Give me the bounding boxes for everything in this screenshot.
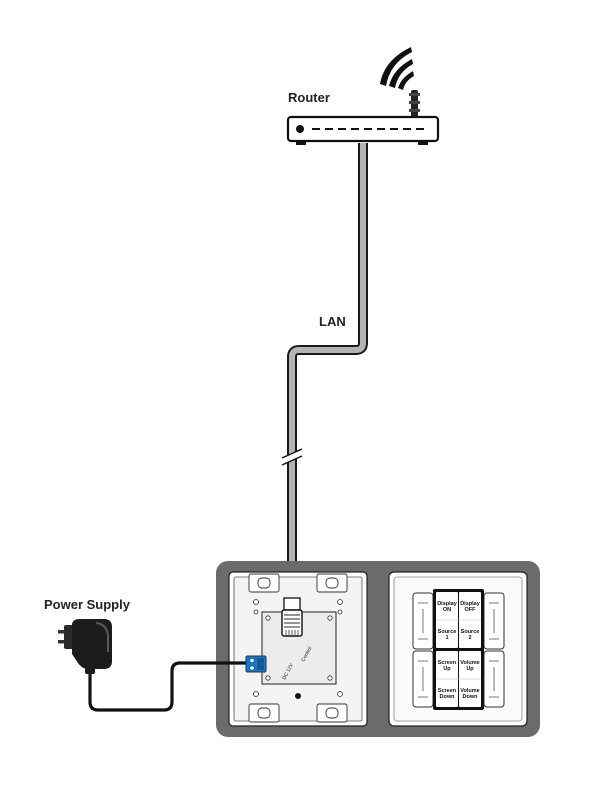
- keypad-button-source-1: Source 1: [438, 629, 457, 641]
- button-label-line2: Up: [466, 666, 474, 672]
- router-label: Router: [288, 90, 330, 105]
- button-label-line1: Display: [460, 601, 481, 607]
- button-label-line2: 2: [468, 635, 471, 641]
- rj45-connector: [281, 597, 303, 637]
- button-label-line1: Display: [437, 601, 458, 607]
- button-label-line2: 1: [445, 635, 448, 641]
- lan-label: LAN: [319, 314, 346, 329]
- keypad-button-display-off: Display OFF: [460, 601, 481, 613]
- keypad-button-volume-up: Volume Up: [460, 660, 479, 672]
- keypad-button-volume-down: Volume Down: [460, 688, 479, 700]
- keypad-button-screen-up: Screen Up: [438, 660, 457, 672]
- button-label-line1: Screen: [438, 660, 457, 666]
- keypad-front: [388, 571, 528, 727]
- power-cable: [88, 661, 250, 712]
- button-label-line2: Down: [440, 694, 456, 700]
- wifi-signal-icon: [380, 47, 414, 90]
- button-label-line1: Volume: [460, 660, 479, 666]
- button-label-line2: Up: [443, 666, 451, 672]
- lan-cable: [287, 143, 368, 600]
- button-label-line2: ON: [443, 607, 451, 613]
- power-adapter-icon: [58, 619, 112, 674]
- button-label-line2: OFF: [465, 607, 477, 613]
- button-label-line2: Down: [463, 694, 479, 700]
- keypad-button-screen-down: Screen Down: [438, 688, 457, 700]
- button-label-line1: Volume: [460, 688, 479, 694]
- keypad-button-source-2: Source 2: [461, 629, 480, 641]
- cable-break-mark: [281, 448, 303, 466]
- power-supply-label: Power Supply: [44, 597, 130, 612]
- keypad-rear-panel: DC 12V Control: [228, 571, 368, 727]
- power-terminal-block: [245, 655, 267, 673]
- button-label-line1: Source: [438, 629, 457, 635]
- keypad-button-display-on: Display ON: [437, 601, 458, 613]
- router-device: [286, 90, 440, 145]
- button-label-line1: Screen: [438, 688, 457, 694]
- button-label-line1: Source: [461, 629, 480, 635]
